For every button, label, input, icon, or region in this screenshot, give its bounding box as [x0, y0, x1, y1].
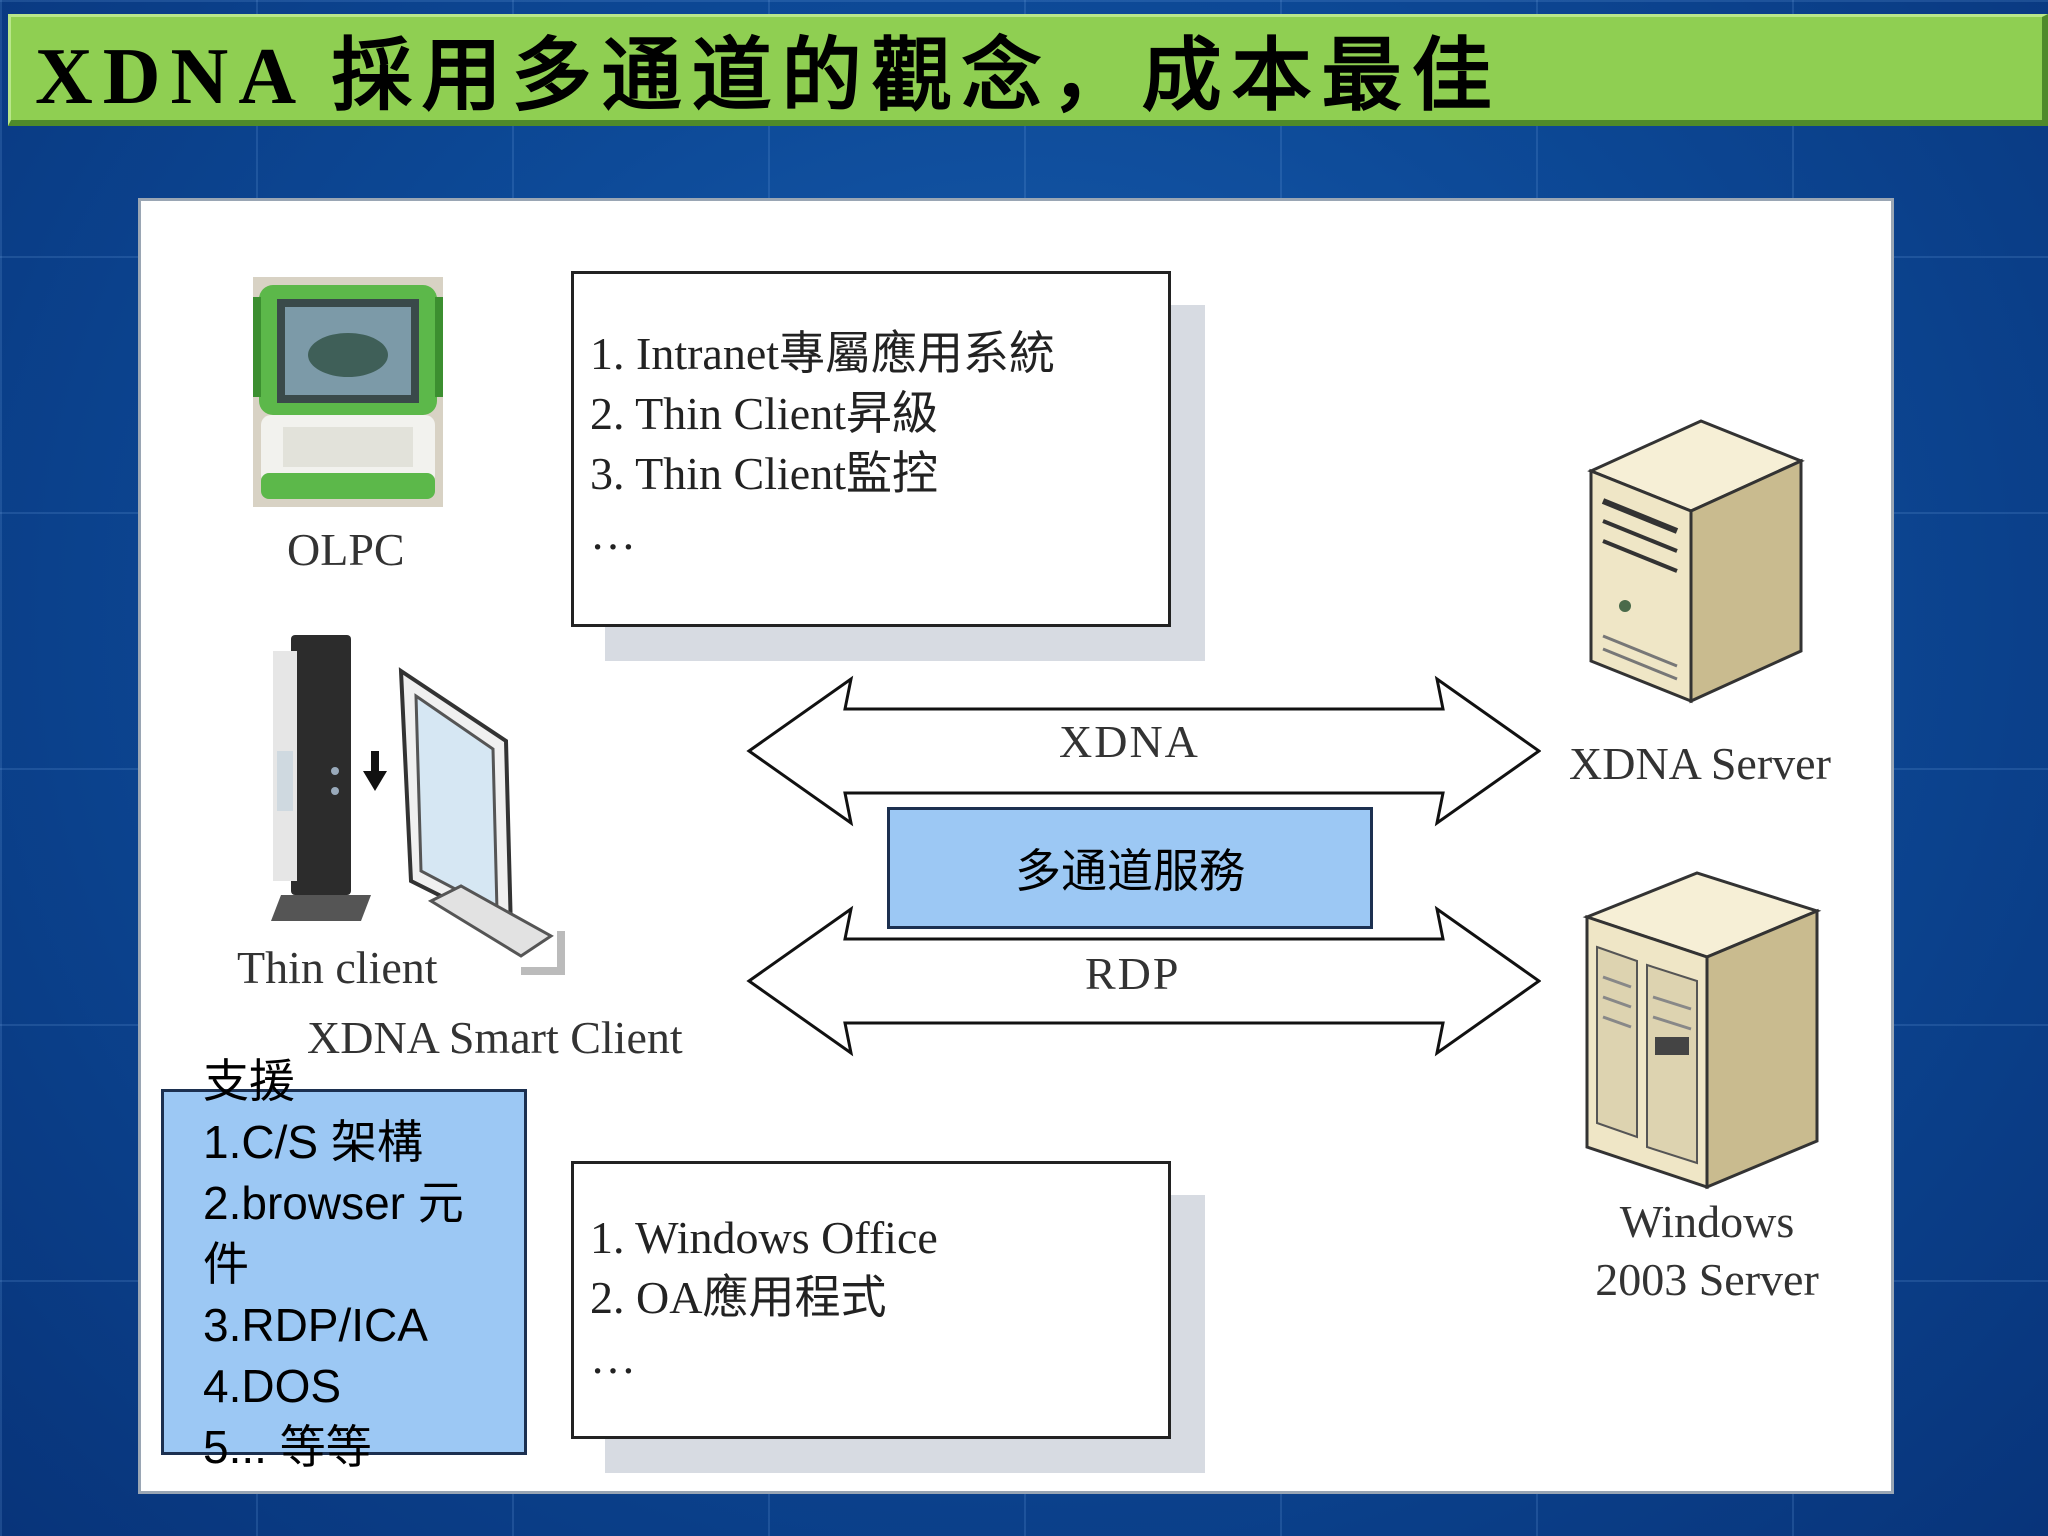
- rdp-arrow-label: RDP: [1085, 948, 1181, 999]
- support-box: [161, 1089, 527, 1455]
- slide-title-bar: XDNA 採用多通道的觀念，成本最佳: [8, 14, 2048, 126]
- slide-title: XDNA 採用多通道的觀念，成本最佳: [35, 32, 1502, 121]
- xdna-double-arrow: [746, 675, 1541, 827]
- windows-server-label-line2: 2003 Server: [1595, 1254, 1819, 1305]
- diagram-panel: OLPC Thin client XDNA Smart Client 1. In…: [138, 198, 1894, 1494]
- support-item-2: 2.browser 元: [203, 1177, 464, 1229]
- olpc-laptop-icon: [253, 277, 443, 507]
- windows-server-icon: [1582, 871, 1822, 1190]
- support-item-1: 1.C/S 架構: [203, 1116, 423, 1168]
- thin-client-icon: [271, 635, 565, 975]
- thin-client-label: Thin client: [237, 942, 438, 993]
- rdp-double-arrow: [746, 905, 1541, 1057]
- bottom-box-line-3: …: [590, 1332, 636, 1383]
- olpc-label: OLPC: [287, 524, 405, 575]
- top-box-line-3: 3. Thin Client監控: [590, 448, 938, 499]
- support-item-2-cont: 件: [203, 1238, 249, 1290]
- top-box-line-1: 1. Intranet專屬應用系統: [590, 328, 1056, 379]
- support-item-5: 5... 等等: [203, 1421, 372, 1473]
- top-applications-box: 1. Intranet專屬應用系統 2. Thin Client昇級 3. Th…: [571, 271, 1171, 627]
- xdna-arrow-label: XDNA: [1059, 716, 1200, 767]
- xdna-server-label: XDNA Server: [1569, 738, 1831, 789]
- support-item-3: 3.RDP/ICA: [203, 1299, 428, 1351]
- double-arrows: [746, 675, 1541, 1057]
- support-text: 支援 1.C/S 架構 2.browser 元 件 3.RDP/ICA 4.DO…: [203, 1051, 464, 1478]
- top-box-line-4: …: [590, 508, 636, 559]
- support-heading: 支援: [203, 1055, 295, 1107]
- bottom-box-line-1: 1. Windows Office: [590, 1212, 938, 1263]
- smart-client-label: XDNA Smart Client: [307, 1012, 683, 1063]
- multichannel-label: 多通道服務: [1015, 844, 1245, 898]
- bottom-box-line-2: 2. OA應用程式: [590, 1272, 887, 1323]
- windows-server-label-line1: Windows: [1619, 1196, 1795, 1247]
- multichannel-service-box: 多通道服務: [887, 807, 1373, 929]
- bottom-applications-box: 1. Windows Office 2. OA應用程式 …: [571, 1161, 1171, 1439]
- support-item-4: 4.DOS: [203, 1360, 342, 1412]
- xdna-server-icon: [1587, 419, 1805, 704]
- top-box-line-2: 2. Thin Client昇級: [590, 388, 938, 439]
